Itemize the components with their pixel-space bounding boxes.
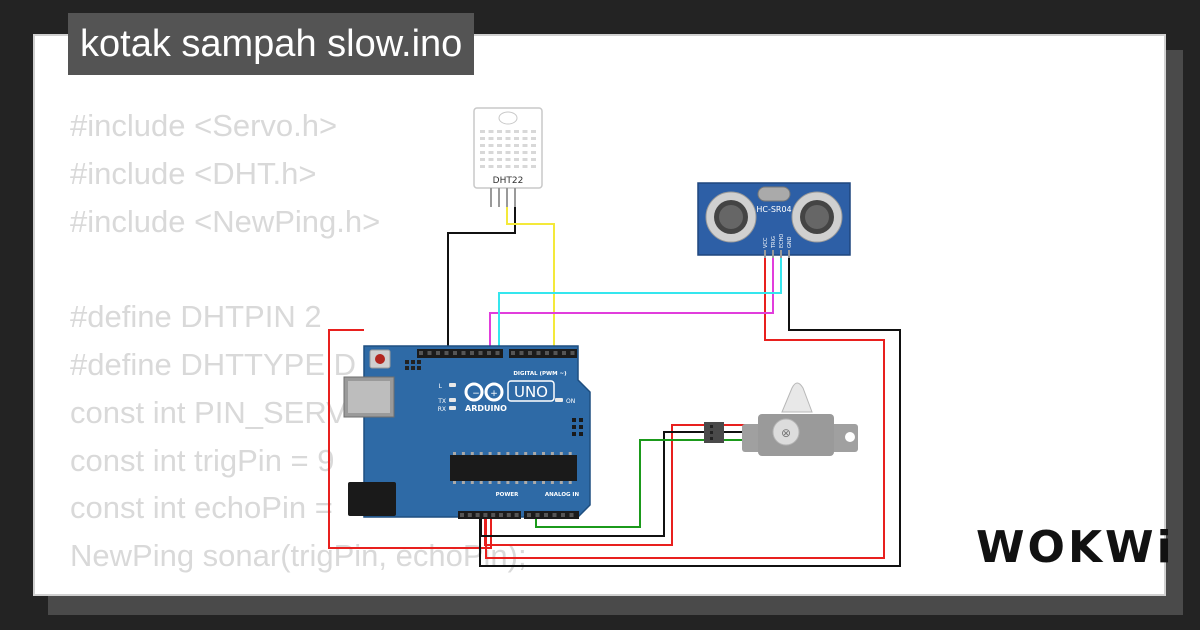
analog-header-label: ANALOG IN: [545, 492, 580, 498]
led-rx-label: RX: [438, 406, 446, 413]
code-line: const int PIN_SERV: [70, 394, 347, 430]
dht22-label: DHT22: [493, 176, 524, 186]
arduino-brand-label: ARDUINO: [465, 404, 507, 413]
code-line: #include <DHT.h>: [70, 155, 317, 191]
code-line: const int trigPin = 9: [70, 442, 335, 478]
servo-connector: [704, 422, 724, 443]
code-line: #include <Servo.h>: [70, 108, 338, 143]
servo-motor[interactable]: ⊗: [704, 382, 858, 456]
wire-gnd-dht[interactable]: [447, 207, 516, 350]
sonar-pin-gnd: GND: [787, 236, 793, 248]
sonar-pin-trig: TRIG: [771, 236, 777, 249]
code-line: #define DHTPIN 2: [70, 299, 322, 335]
code-line: #include <NewPing.h>: [70, 203, 381, 239]
sonar-pin-echo: ECHO: [779, 234, 785, 248]
servo-screw-icon: ⊗: [781, 426, 791, 440]
arduino-infinity-icon: [464, 382, 504, 402]
wire-power-sonar[interactable]: [485, 255, 885, 559]
led-tx-label: TX: [437, 398, 446, 405]
on-led-label: ON: [566, 398, 575, 405]
digital-header-label: DIGITAL (PWM ~): [513, 371, 567, 377]
led-l-label: L: [439, 383, 443, 390]
code-preview: #include <Servo.h> #include <DHT.h> #inclu…: [70, 102, 527, 580]
svg-text:+: +: [490, 389, 498, 399]
atmega-chip: [450, 455, 577, 481]
arduino-uno-board[interactable]: DIGITAL (PWM ~) L TX RX ON − + UNO ARDUI…: [343, 345, 591, 519]
power-header-label: POWER: [496, 492, 520, 498]
wire-trig[interactable]: [489, 255, 774, 350]
code-line: #define DHTTYPE D: [70, 346, 356, 382]
power-jack: [348, 482, 396, 516]
wires: [328, 207, 901, 567]
wire-dht-data[interactable]: [506, 207, 555, 350]
preview-card: #include <Servo.h> #include <DHT.h> #inclu…: [33, 34, 1166, 596]
wokwi-logo: WOKWi: [976, 522, 1175, 573]
project-title: kotak sampah slow.ino: [68, 13, 475, 75]
dht22-sensor[interactable]: DHT22: [473, 107, 543, 207]
svg-text:−: −: [472, 389, 480, 399]
hc-sr04-sensor[interactable]: HC-SR04 VCC TRIG ECHO GND: [697, 182, 851, 258]
wire-gnd-sonar[interactable]: [479, 255, 901, 567]
sonar-pin-vcc: VCC: [763, 237, 769, 248]
wire-echo[interactable]: [498, 255, 782, 350]
arduino-model-label: UNO: [514, 383, 548, 401]
hc-sr04-label: HC-SR04: [756, 205, 791, 214]
code-line: NewPing sonar(trigPin, echoPin);: [70, 538, 527, 574]
